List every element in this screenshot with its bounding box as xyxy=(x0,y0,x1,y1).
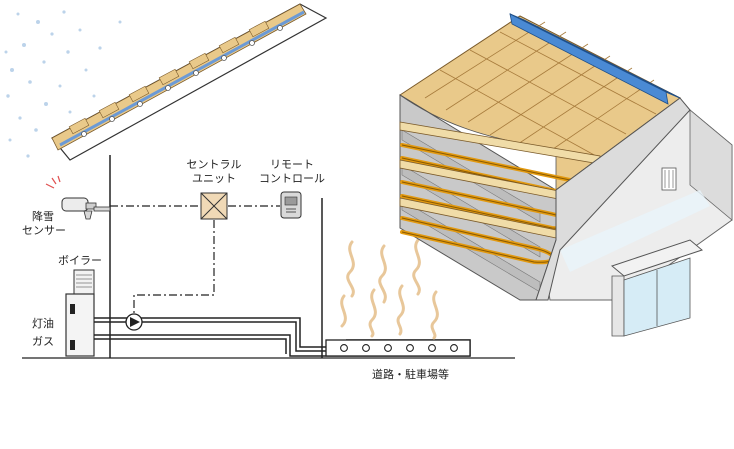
kerosene-label: 灯油 xyxy=(32,317,54,330)
central-unit-label-line1: セントラル xyxy=(186,158,242,171)
left-roof xyxy=(51,3,328,161)
remote-control-label-line2: コントロール xyxy=(259,172,325,185)
snow-sensor-label-line1: 降雪 xyxy=(32,210,54,223)
snow-sensor-label: 降雪 センサー xyxy=(22,210,66,238)
remote-control-label-line1: リモート xyxy=(270,158,314,171)
gas-label: ガス xyxy=(32,335,54,348)
road-pipe-holes xyxy=(340,344,458,352)
boiler xyxy=(65,269,95,357)
central-unit-label: セントラル ユニット xyxy=(184,158,244,186)
snowfall-dots xyxy=(4,10,122,158)
snow-sensor xyxy=(45,175,111,220)
central-unit-label-line2: ユニット xyxy=(192,172,236,185)
roof-cutaway-illustration xyxy=(399,13,733,337)
snow-sensor-label-line2: センサー xyxy=(22,224,66,237)
road-parking-label: 道路・駐車場等 xyxy=(372,368,449,381)
central-unit xyxy=(200,192,228,220)
boiler-label: ボイラー xyxy=(58,254,102,267)
road-pipe-box xyxy=(325,339,471,357)
remote-control xyxy=(280,191,302,219)
remote-control-label: リモート コントロール xyxy=(252,158,332,186)
signal-lines xyxy=(110,205,280,316)
steam-wisps xyxy=(340,238,439,340)
pump-icon xyxy=(125,313,143,331)
